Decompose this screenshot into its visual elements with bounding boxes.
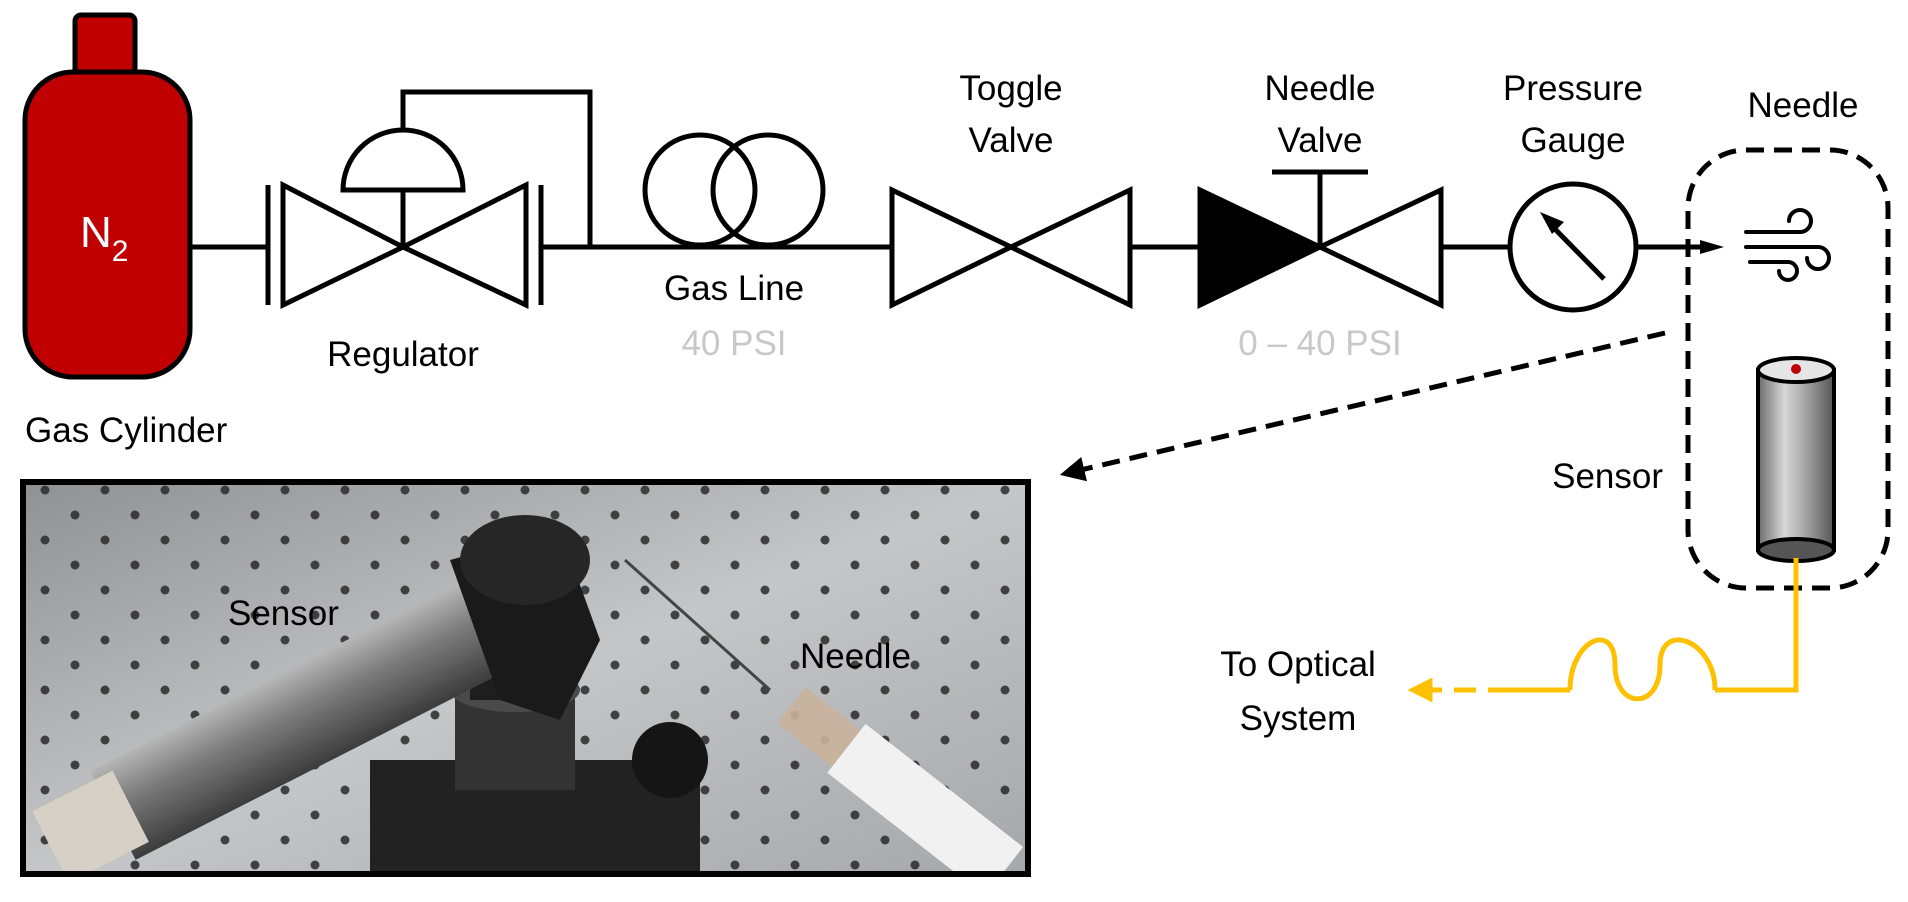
photo-needle-label: Needle: [800, 637, 911, 676]
pressure-gauge-icon: [1507, 181, 1639, 313]
photo-frame: [20, 479, 1031, 877]
main-gas-line: [190, 89, 1700, 250]
toggle-valve-label-line2: Valve: [969, 121, 1054, 160]
photo-sensor-label: Sensor: [228, 594, 339, 633]
needle-valve: [1197, 169, 1444, 309]
gauge-needle-tip: [1540, 212, 1564, 234]
pressure-gauge-label-line2: Gauge: [1520, 121, 1625, 160]
needle-valve-label-line2: Valve: [1278, 121, 1363, 160]
sensor-label: Sensor: [1552, 457, 1663, 496]
gas-line-coil-icon: [642, 132, 826, 248]
toggle-valve: [889, 186, 1133, 309]
regulator-label: Regulator: [327, 335, 479, 374]
callout-arrow: [1059, 330, 1666, 482]
optical-system-label-line1: To Optical: [1220, 645, 1376, 684]
n2-label: N2: [80, 208, 128, 268]
wind-icon: [1744, 208, 1831, 282]
setup-photo: [23, 482, 1028, 874]
toggle-valve-label-line1: Toggle: [959, 69, 1062, 108]
optical-fiber: [1407, 558, 1799, 703]
needle-valve-label-line1: Needle: [1265, 69, 1376, 108]
gas-line-label: Gas Line: [664, 269, 804, 308]
needle-label: Needle: [1748, 86, 1859, 125]
regulator: [265, 127, 544, 309]
flow-arrowhead: [1700, 240, 1724, 254]
gas-line-pressure-label: 40 PSI: [681, 324, 786, 363]
needle-valve-pressure-label: 0 – 40 PSI: [1238, 324, 1401, 363]
optical-system-label-line2: System: [1240, 699, 1357, 738]
sensor-cylinder: [1756, 356, 1836, 563]
pressure-gauge-label-line1: Pressure: [1503, 69, 1643, 108]
needle-sensor-box: [1685, 147, 1891, 591]
gas-cylinder: N2: [22, 12, 193, 380]
gas-cylinder-label: Gas Cylinder: [25, 411, 228, 450]
